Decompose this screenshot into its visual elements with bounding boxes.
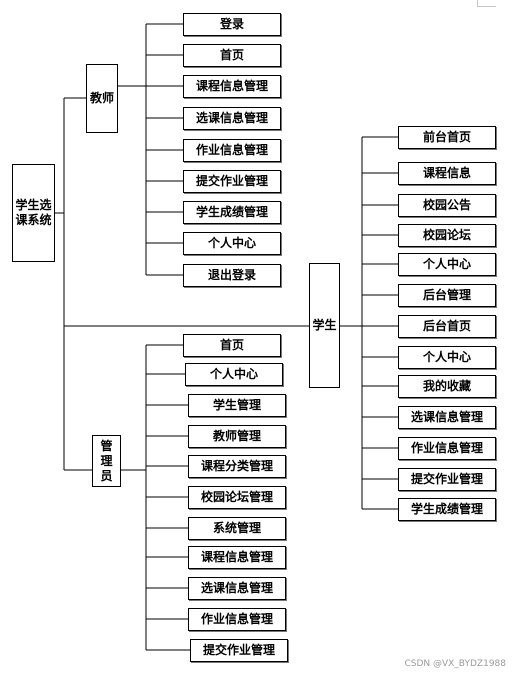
teacher-item-submit-homework: 提交作业管理 [183, 170, 281, 193]
admin-item-homework-info: 作业信息管理 [188, 608, 286, 631]
teacher-node: 教师 [86, 64, 118, 133]
student-item-front-home: 前台首页 [398, 126, 496, 149]
teacher-item-homework-info: 作业信息管理 [183, 139, 281, 162]
root-node: 学生选课系统 [12, 164, 55, 262]
student-item-course-info: 课程信息 [398, 162, 496, 185]
student-node: 学生 [309, 263, 340, 388]
student-item-backend-home: 后台首页 [398, 315, 496, 338]
teacher-item-selection-info: 选课信息管理 [183, 107, 281, 130]
student-item-profile: 个人中心 [398, 253, 496, 276]
teacher-item-course-info: 课程信息管理 [183, 75, 281, 98]
admin-item-submit-homework: 提交作业管理 [190, 639, 288, 662]
student-item-forum: 校园论坛 [398, 224, 496, 247]
student-item-submit-homework: 提交作业管理 [398, 468, 496, 491]
page-corner-mark [477, 0, 496, 7]
watermark: CSDN @VX_BYDZ1988 [404, 659, 506, 669]
admin-item-students: 学生管理 [188, 394, 286, 417]
student-item-notice: 校园公告 [398, 194, 496, 217]
teacher-item-login: 登录 [183, 13, 281, 36]
student-item-grades: 学生成绩管理 [398, 498, 496, 521]
admin-item-teachers: 教师管理 [188, 425, 286, 448]
teacher-item-logout: 退出登录 [183, 264, 281, 287]
admin-item-selection-info: 选课信息管理 [188, 577, 286, 600]
student-item-selection-info: 选课信息管理 [398, 406, 496, 429]
teacher-item-grades: 学生成绩管理 [183, 201, 281, 224]
admin-item-forum: 校园论坛管理 [188, 486, 286, 509]
admin-item-home: 首页 [183, 334, 281, 357]
admin-item-course-category: 课程分类管理 [188, 455, 286, 478]
admin-item-system: 系统管理 [188, 517, 286, 540]
student-item-backend: 后台管理 [398, 284, 496, 307]
student-item-favorites: 我的收藏 [398, 375, 496, 398]
admin-item-course-info: 课程信息管理 [188, 546, 286, 569]
teacher-item-profile: 个人中心 [183, 232, 281, 255]
student-item-homework-info: 作业信息管理 [398, 437, 496, 460]
student-item-profile-2: 个人中心 [398, 346, 496, 369]
admin-item-profile: 个人中心 [185, 363, 283, 386]
admin-node: 管理员 [92, 435, 121, 487]
teacher-item-home: 首页 [183, 44, 281, 67]
